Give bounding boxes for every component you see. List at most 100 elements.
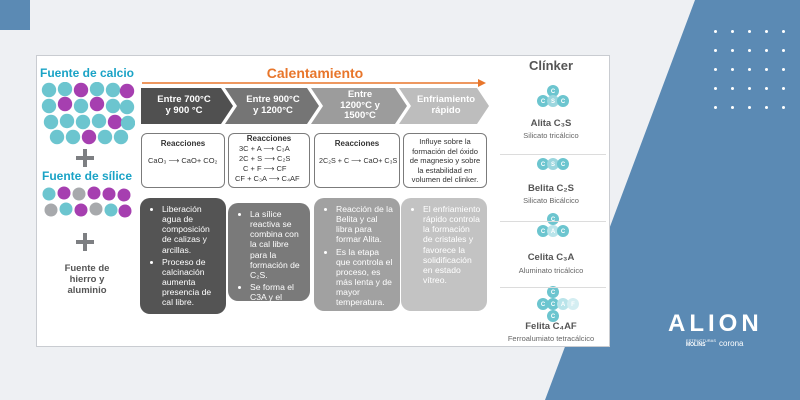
dot-grid-decoration — [714, 30, 794, 125]
decor-dot — [731, 49, 734, 52]
decor-dot — [765, 30, 768, 33]
atom-label: C — [541, 229, 546, 235]
calcium-particles — [41, 82, 135, 145]
silica-particle — [104, 203, 118, 217]
decor-dot — [748, 87, 751, 90]
calcium-particle — [57, 82, 73, 97]
brand-sub-corona: corona — [719, 339, 744, 348]
calcium-particle — [119, 99, 135, 115]
calcium-particle — [91, 113, 107, 129]
decor-dot — [782, 68, 785, 71]
atom-label: C — [551, 302, 556, 308]
source-silica-title: Fuente de sílice — [41, 169, 133, 183]
atom-label: C — [561, 229, 566, 235]
atom-label: C — [541, 99, 546, 105]
atom — [547, 85, 559, 97]
silica-particle — [42, 187, 56, 201]
calcium-particle — [41, 98, 57, 114]
calcium-particle — [105, 82, 121, 98]
mineral-belita-sub: Silicato Bicálcico — [523, 196, 579, 205]
calcium-particle — [43, 114, 59, 130]
mineral-felita-name: Felita C₄AF — [525, 321, 577, 332]
description-box-1: Liberación agua de composición de caliza… — [140, 198, 226, 314]
decor-dot — [748, 68, 751, 71]
silica-particle — [87, 186, 101, 200]
decor-dot — [714, 30, 717, 33]
atom — [547, 286, 559, 298]
decor-dot — [731, 68, 734, 71]
clinker-molecules: CCSCCSCCCACCCCAFC — [537, 85, 579, 322]
decor-dot — [748, 106, 751, 109]
silica-particles — [42, 186, 132, 218]
atom — [557, 225, 569, 237]
atom-label: S — [551, 162, 555, 168]
calcium-particle — [105, 98, 121, 114]
calcium-particle — [107, 114, 123, 130]
reaction-box-2: Reacciones 3C + A ⟶ C₃A 2C + S ⟶ C₂S C +… — [228, 133, 310, 188]
atom-label: F — [571, 302, 575, 308]
atom — [547, 310, 559, 322]
decor-dot — [714, 106, 717, 109]
decor-dot — [714, 68, 717, 71]
atom-label: S — [551, 99, 555, 105]
decor-dot — [748, 30, 751, 33]
atom-label: C — [551, 314, 556, 320]
reaction-box-3: Reacciones 2C₂S + C ⟶ CaO+ C₃S — [314, 133, 400, 188]
atom — [537, 298, 549, 310]
atom — [537, 225, 549, 237]
atom-label: C — [551, 290, 556, 296]
plus-icon — [76, 233, 94, 251]
silica-particle — [102, 187, 116, 201]
description-box-4: El enfriamiento rápido controla la forma… — [401, 198, 487, 311]
calcium-particle — [89, 96, 105, 112]
decor-dot — [748, 49, 751, 52]
silica-particle — [118, 204, 132, 218]
source-calcium-title: Fuente de calcio — [39, 66, 135, 80]
infographic-panel: Fuente de calcio Fuente de sílice Fuente… — [36, 55, 610, 347]
atom-label: A — [551, 229, 556, 235]
decor-dot — [731, 87, 734, 90]
calcium-particle — [59, 113, 75, 129]
silica-particle — [74, 203, 88, 217]
atom — [537, 158, 549, 170]
stage-chevrons — [141, 88, 489, 124]
calcium-particle — [73, 98, 89, 114]
calcium-particle — [97, 129, 113, 145]
plus-icon — [76, 149, 94, 167]
atom — [547, 213, 559, 225]
decor-dot — [782, 49, 785, 52]
calcium-particle — [120, 115, 135, 131]
reaction-box-1: Reacciones CaO₃ ⟶ CaO+ CO₂ — [141, 133, 225, 188]
calcium-particle — [75, 114, 91, 130]
heating-title: Calentamiento — [266, 65, 364, 81]
calcium-particle — [57, 96, 73, 112]
mineral-celita-name: Celita C₃A — [527, 252, 575, 263]
description-box-3: Reacción de la Belita y cal libra para f… — [314, 198, 400, 311]
mineral-felita-sub: Ferroalumiato tetracálcico — [507, 334, 595, 343]
atom — [537, 95, 549, 107]
calcium-particle — [119, 83, 135, 99]
decor-dot — [782, 106, 785, 109]
decor-dot — [765, 87, 768, 90]
calcium-particle — [81, 129, 97, 145]
atom — [547, 225, 559, 237]
silica-particle — [72, 187, 86, 201]
silica-particle — [89, 202, 103, 216]
decor-dot — [765, 68, 768, 71]
decor-dot — [782, 87, 785, 90]
divider — [500, 154, 606, 155]
silica-particle — [44, 203, 58, 217]
silica-particle — [117, 188, 131, 202]
calcium-particle — [65, 129, 81, 145]
decor-dot — [714, 87, 717, 90]
atom — [547, 158, 559, 170]
atom — [557, 158, 569, 170]
atom-label: C — [541, 162, 546, 168]
atom — [557, 298, 569, 310]
